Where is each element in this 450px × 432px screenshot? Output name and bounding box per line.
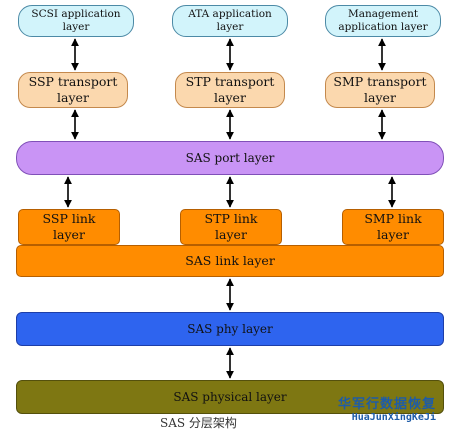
management-application-layer: Management application layer [325,5,441,37]
smp-transport-layer: SMP transport layer [325,72,435,108]
diagram-caption: SAS 分层架构 [160,416,237,430]
scsi-application-layer: SCSI application layer [18,5,134,37]
smp-link-layer: SMP link layer [342,209,444,245]
ssp-transport-layer: SSP transport layer [18,72,128,108]
stp-transport-layer: STP transport layer [175,72,285,108]
sas-phy-layer: SAS phy layer [16,312,444,346]
sas-link-layer: SAS link layer [16,245,444,277]
stp-link-layer: STP link layer [180,209,282,245]
ata-application-layer: ATA application layer [172,5,288,37]
sas-port-layer: SAS port layer [16,141,444,175]
watermark-subtext: HuaJunXingKeJi [351,412,436,423]
ssp-link-layer: SSP link layer [18,209,120,245]
watermark-text: 华军行数据恢复 [337,397,436,412]
sas-physical-layer: SAS physical layer [16,380,444,414]
